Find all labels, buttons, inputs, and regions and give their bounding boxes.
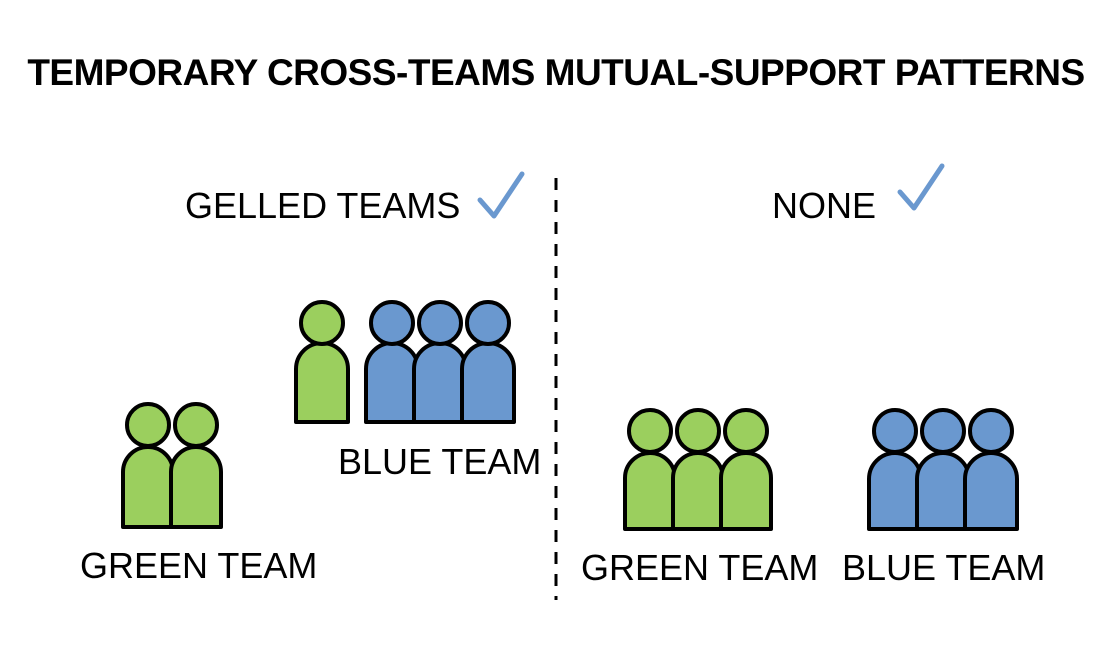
team-member-figure — [623, 408, 677, 531]
team-member-figure — [963, 408, 1019, 531]
team-member-figure — [412, 300, 468, 424]
checkmark-icon — [897, 163, 945, 211]
left-heading: GELLED TEAMS — [185, 185, 461, 226]
left-green-team-label: GREEN TEAM — [80, 545, 318, 586]
left-blue-team-label: BLUE TEAM — [338, 441, 542, 482]
left-green-team-group — [121, 402, 223, 529]
right-blue-team-label: BLUE TEAM — [842, 547, 1046, 588]
team-member-figure — [169, 402, 223, 529]
team-member-figure — [364, 300, 420, 424]
team-member-figure — [719, 408, 773, 531]
right-green-team-label: GREEN TEAM — [581, 547, 819, 588]
checkmark-icon — [477, 171, 525, 219]
team-member-figure — [671, 408, 725, 531]
left-blue-team-group — [294, 300, 516, 424]
team-member-figure — [121, 402, 175, 529]
team-member-figure — [915, 408, 971, 531]
right-heading: NONE — [772, 185, 877, 226]
team-member-figure — [460, 300, 516, 424]
team-member-figure — [867, 408, 923, 531]
team-member-figure — [294, 300, 350, 424]
page-title: TEMPORARY CROSS-TEAMS MUTUAL-SUPPORT PAT… — [27, 52, 1085, 93]
right-blue-team-group — [867, 408, 1019, 531]
right-green-team-group — [623, 408, 773, 531]
